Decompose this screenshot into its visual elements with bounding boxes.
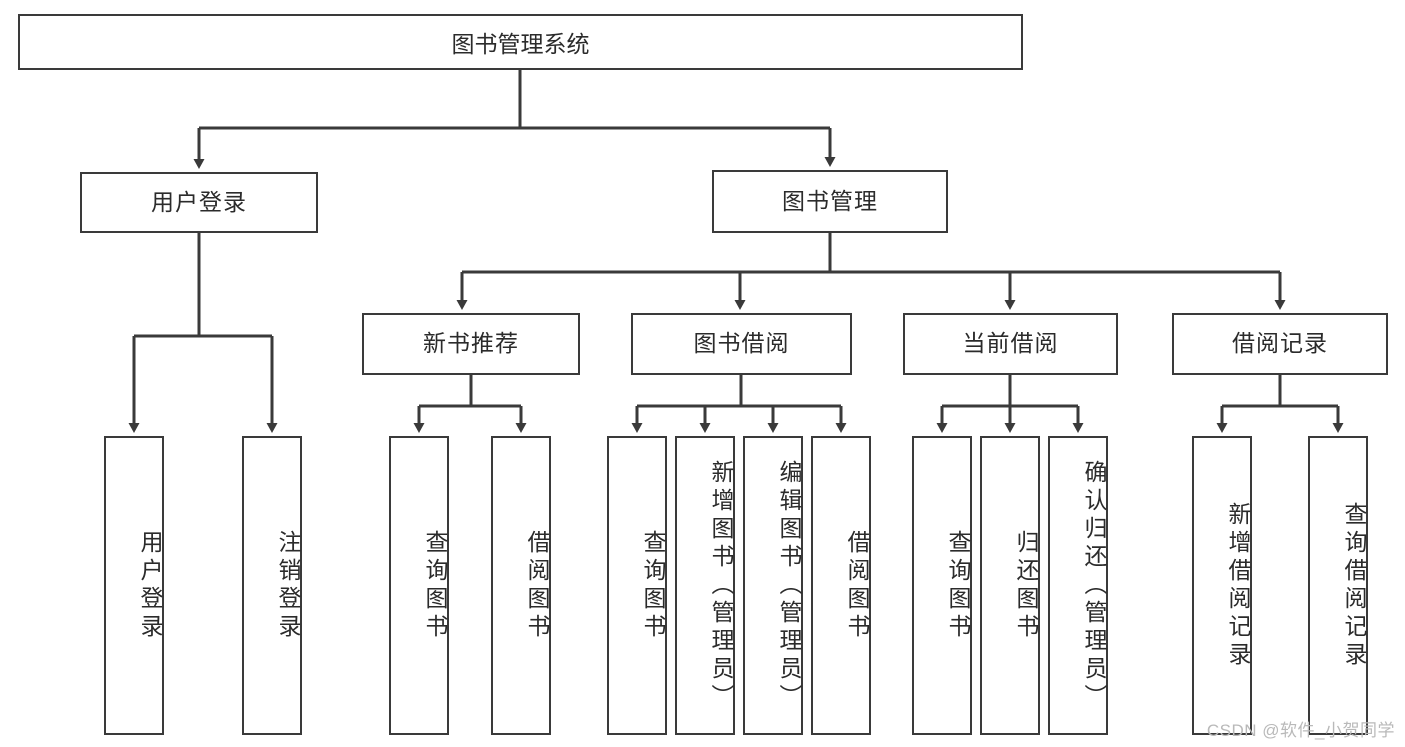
node-label: 新增借阅记录 [1225,501,1251,670]
leaf-query-book-1[interactable]: 查询图书 [389,436,449,735]
node-label: 借阅图书 [844,529,870,642]
node-root-system[interactable]: 图书管理系统 [18,14,1023,70]
node-book-borrow[interactable]: 图书借阅 [631,313,852,375]
leaf-edit-book[interactable]: 编辑图书（管理员） [743,436,803,735]
node-label: 图书管理系统 [451,31,590,57]
node-new-book-recommend[interactable]: 新书推荐 [362,313,580,375]
node-current-borrow[interactable]: 当前借阅 [903,313,1118,375]
node-label: 注销登录 [275,529,301,642]
node-label: 新书推荐 [423,330,519,357]
node-label: 用户登录 [137,529,163,642]
csdn-watermark: CSDN @软件_小贺同学 [1206,721,1395,740]
node-label: 查询图书 [422,529,448,642]
node-label: 当前借阅 [962,330,1059,357]
leaf-query-book-2[interactable]: 查询图书 [607,436,667,735]
node-label: 借阅图书 [524,529,550,642]
leaf-borrow-book-1[interactable]: 借阅图书 [491,436,551,735]
node-label: 借阅记录 [1232,330,1328,357]
node-label: 归还图书 [1013,529,1039,642]
leaf-query-book-3[interactable]: 查询图书 [912,436,972,735]
node-label: 编辑图书（管理员） [776,459,802,712]
node-label: 图书借阅 [693,330,790,357]
leaf-add-book[interactable]: 新增图书（管理员） [675,436,735,735]
node-label: 用户登录 [151,188,247,215]
leaf-query-record[interactable]: 查询借阅记录 [1308,436,1368,735]
leaf-confirm-return[interactable]: 确认归还（管理员） [1048,436,1108,735]
node-label: 确认归还（管理员） [1081,459,1107,712]
node-user-login[interactable]: 用户登录 [80,172,318,233]
leaf-user-login[interactable]: 用户登录 [104,436,164,735]
node-label: 新增图书（管理员） [708,459,734,712]
leaf-borrow-book-2[interactable]: 借阅图书 [811,436,871,735]
node-book-manage[interactable]: 图书管理 [712,170,948,233]
node-label: 查询借阅记录 [1341,501,1367,670]
leaf-add-record[interactable]: 新增借阅记录 [1192,436,1252,735]
leaf-logout[interactable]: 注销登录 [242,436,302,735]
node-label: 查询图书 [640,529,666,642]
leaf-return-book[interactable]: 归还图书 [980,436,1040,735]
node-borrow-record[interactable]: 借阅记录 [1172,313,1388,375]
node-label: 查询图书 [945,529,971,642]
node-label: 图书管理 [782,187,878,214]
